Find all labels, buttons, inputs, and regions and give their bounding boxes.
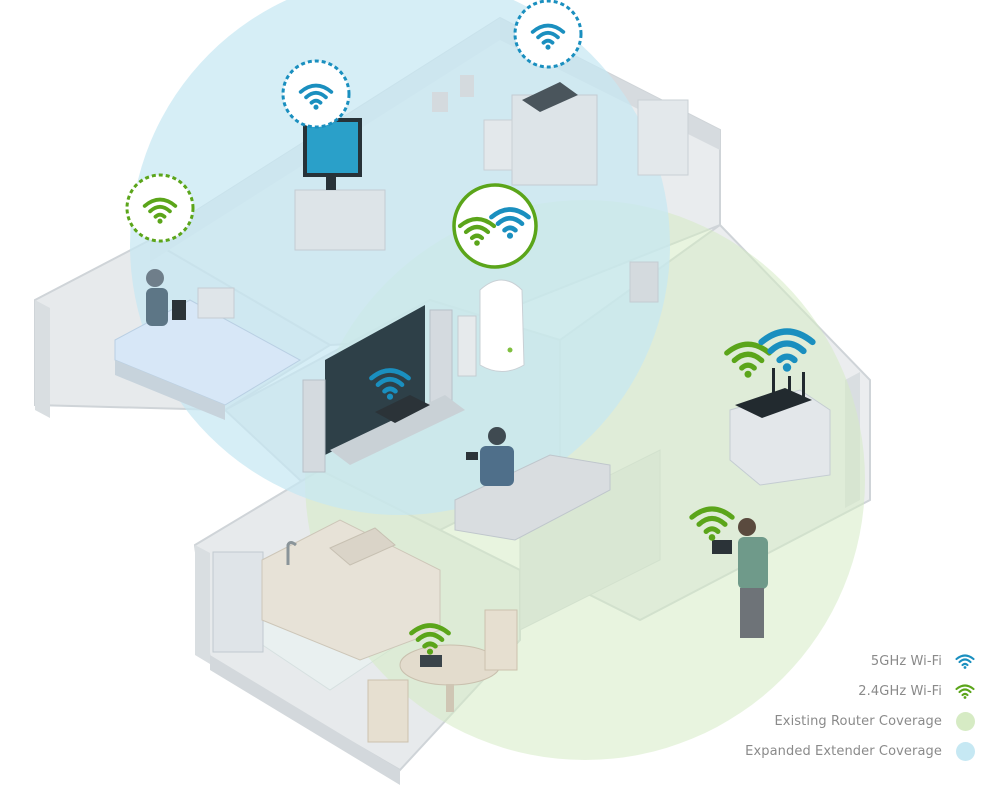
dining-chair-right bbox=[484, 609, 518, 671]
legend-item-extender-coverage: Expanded Extender Coverage bbox=[676, 736, 976, 766]
dining-chair-left bbox=[367, 679, 409, 743]
sofa bbox=[454, 454, 611, 541]
bookshelf bbox=[637, 99, 689, 176]
person-bed-head bbox=[146, 269, 164, 287]
tv-desk bbox=[294, 189, 386, 251]
tablet-bed bbox=[172, 300, 186, 320]
wall-left bbox=[35, 300, 50, 418]
game-controller bbox=[466, 452, 478, 460]
wall-kitchen-left bbox=[195, 545, 210, 664]
speaker-right bbox=[429, 309, 453, 411]
kitchen-faucet bbox=[286, 541, 297, 565]
person-standing-head bbox=[738, 518, 756, 536]
router-antenna-1 bbox=[772, 368, 775, 398]
legend-item-router-coverage: Existing Router Coverage bbox=[676, 706, 976, 736]
tablet-table bbox=[420, 655, 442, 667]
study-desk bbox=[511, 94, 598, 186]
nightstand bbox=[197, 287, 235, 319]
monitor-stand bbox=[326, 175, 336, 190]
person-standing-legs bbox=[740, 588, 764, 638]
extender-led bbox=[507, 347, 513, 353]
range-hood bbox=[329, 527, 396, 566]
person-standing-body bbox=[738, 537, 768, 589]
tv-stand bbox=[330, 395, 465, 465]
legend-item-5ghz: 5GHz Wi-Fi bbox=[676, 646, 976, 676]
legend-label: 5GHz Wi-Fi bbox=[870, 653, 942, 669]
badge-desktop-5ghz bbox=[281, 59, 351, 129]
extender-wall-plate bbox=[457, 315, 477, 377]
extender-coverage-dot-icon bbox=[954, 740, 976, 762]
router-coverage-dot-icon bbox=[954, 710, 976, 732]
wall-kitchen-front bbox=[210, 655, 400, 785]
legend-label: Existing Router Coverage bbox=[774, 713, 942, 729]
router-antenna-2 bbox=[788, 376, 791, 404]
furniture bbox=[114, 75, 831, 743]
person-gamer-head bbox=[488, 427, 506, 445]
person-bed-body bbox=[146, 288, 168, 326]
wall-frame-2 bbox=[460, 75, 474, 97]
dining-table-leg bbox=[446, 684, 454, 712]
legend-label: 2.4GHz Wi-Fi bbox=[858, 683, 942, 699]
legend: 5GHz Wi-Fi 2.4GHz Wi-Fi Existing Router … bbox=[676, 646, 976, 766]
monitor bbox=[303, 118, 362, 177]
study-chair bbox=[483, 119, 513, 171]
router-antenna-3 bbox=[802, 372, 805, 402]
wifi-24ghz-icon bbox=[954, 680, 976, 702]
speaker-left bbox=[302, 379, 326, 473]
range-extender bbox=[479, 279, 525, 372]
bed-frame bbox=[115, 360, 225, 420]
badge-bedroom-24ghz bbox=[125, 173, 195, 243]
legend-item-24ghz: 2.4GHz Wi-Fi bbox=[676, 676, 976, 706]
laptop bbox=[522, 82, 578, 112]
wall-frame-3 bbox=[629, 261, 659, 303]
set-top-box bbox=[375, 395, 430, 423]
badge-extender-dual bbox=[452, 183, 538, 269]
wifi-5ghz-icon bbox=[954, 650, 976, 672]
legend-label: Expanded Extender Coverage bbox=[745, 743, 942, 759]
fridge bbox=[212, 551, 264, 653]
badge-laptop-5ghz bbox=[513, 0, 583, 69]
wall-frame-1 bbox=[432, 92, 448, 112]
tablet-standing bbox=[712, 540, 732, 554]
router bbox=[735, 388, 812, 418]
wifi-badges bbox=[125, 0, 813, 655]
person-gamer-body bbox=[480, 446, 514, 486]
